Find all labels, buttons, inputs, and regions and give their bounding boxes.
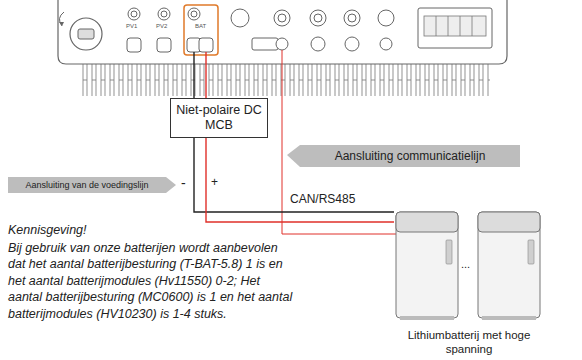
battery-unit: [396, 212, 458, 320]
battery-group: Lithiumbatterij met hoge spanning: [394, 210, 544, 358]
dc-connectors: [127, 8, 213, 52]
port-label: BAT: [195, 23, 206, 30]
notice-heading: Kennisgeving!: [8, 224, 87, 238]
port-label: PV2: [156, 23, 167, 30]
callout-box: Aansluiting communicatielijn: [300, 145, 520, 167]
callout-box: Aansluiting van de voedingslijn: [8, 177, 166, 193]
positive-wire: [205, 52, 206, 99]
negative-wire: [193, 52, 194, 99]
callout-arrow: [287, 145, 300, 167]
dc-switch: [59, 12, 102, 50]
bat-terminal-frame: [184, 5, 218, 55]
polarity-label: -: [181, 176, 186, 191]
heat-sink: [80, 62, 490, 96]
notice-text: Bij gebruik van onze batterijen wordt aa…: [8, 240, 296, 322]
battery-unit: [478, 212, 540, 320]
battery-caption: Lithiumbatterij met hoge spanning: [406, 328, 532, 356]
communication-wire: [282, 50, 396, 234]
polarity-label: +: [211, 176, 218, 189]
node-text: Niet-polaire DC MCB: [174, 103, 264, 133]
ac-terminal-block: [418, 8, 492, 48]
callout-arrow: [166, 177, 176, 193]
signal-label: CAN/RS485: [290, 193, 355, 206]
ellipsis: ...: [461, 258, 470, 270]
breaker-box: Niet-polaire DC MCB: [170, 98, 268, 138]
ports: [231, 9, 394, 51]
port-label: PV1: [126, 23, 137, 30]
node-text: Aansluiting van de voedingslijn: [12, 180, 162, 190]
node-text: Aansluiting communicatielijn: [308, 149, 512, 163]
